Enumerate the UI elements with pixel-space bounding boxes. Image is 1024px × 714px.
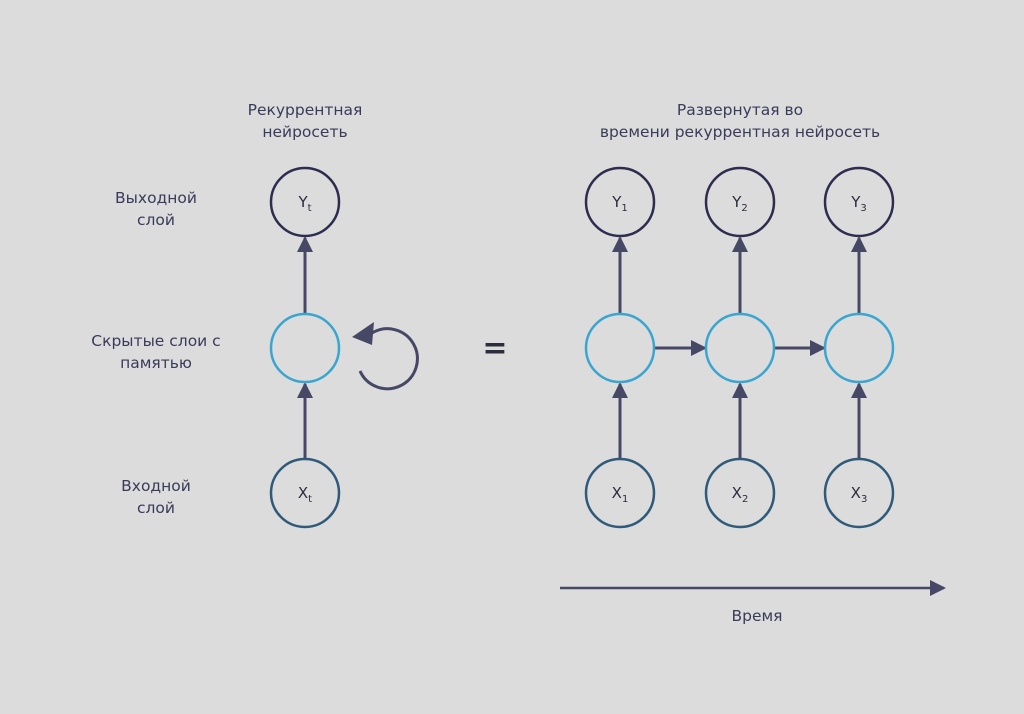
input-node-1 [584,457,656,529]
time-label: Время [731,607,782,625]
input-layer-label-line2: слой [137,499,175,517]
right-title-line2: времени рекуррентная нейросеть [600,123,880,141]
output-layer-label-line2: слой [137,211,175,229]
recurrent-loop-arrow [358,327,419,391]
hidden-node [269,312,341,384]
input-node-2 [704,457,776,529]
hidden-node-2 [704,312,776,384]
output-node-label: Yt [297,193,311,214]
output-node-label-1: Y1 [611,193,628,214]
input-node-label: Xt [298,484,312,505]
right-title-line1: Развернутая во [677,101,803,119]
input-node-3 [823,457,895,529]
input-node-label-2: X2 [732,484,749,505]
input-layer-label-line1: Входной [121,477,191,495]
loop-arrowhead-icon [352,322,374,345]
output-node-2 [704,166,776,238]
output-node-1 [584,166,656,238]
hidden-node-3 [823,312,895,384]
output-node [269,166,341,238]
output-node-3 [823,166,895,238]
left-title-line1: Рекуррентная [248,101,363,119]
output-layer-label-line1: Выходной [115,189,197,207]
left-title-line2: нейросеть [262,123,347,141]
hidden-layer-label-line1: Скрытые слои с [91,332,220,350]
input-node-label-1: X1 [612,484,629,505]
input-node [269,457,341,529]
output-node-label-3: Y3 [850,193,867,214]
equals-sign: = [482,331,507,366]
hidden-layer-label-line2: памятью [120,354,192,372]
input-node-label-3: X3 [851,484,868,505]
output-node-label-2: Y2 [731,193,748,214]
hidden-node-1 [584,312,656,384]
